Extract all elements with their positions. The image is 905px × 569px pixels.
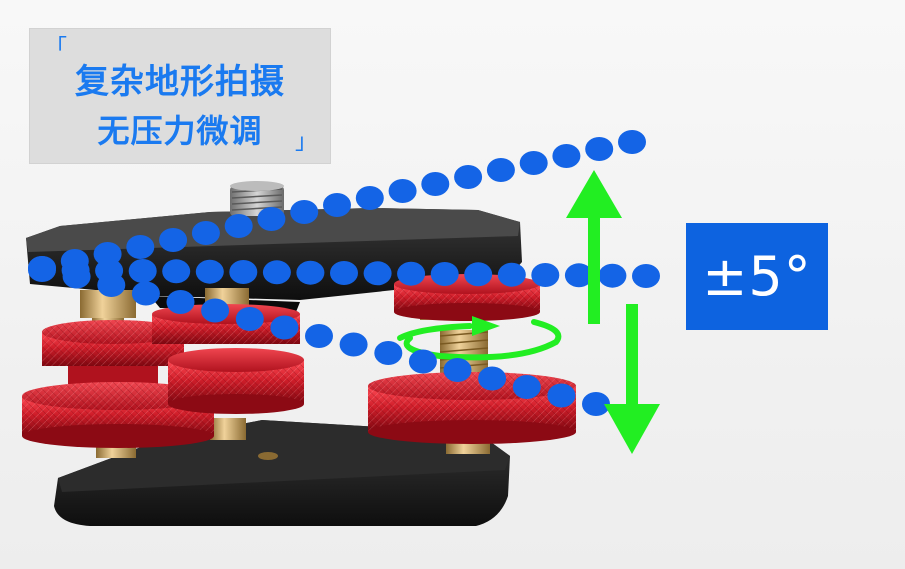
tilt-dot [191,221,220,245]
knob-left-top [42,320,184,366]
tilt-dot [262,260,291,285]
tilt-range-dotted-lines [28,130,660,416]
caption-close-bracket: 」 [294,130,317,155]
tilt-dot [296,260,325,285]
tilt-dot [585,137,614,161]
rotate-arrow-icon [397,316,562,361]
tilt-dot [582,392,610,416]
knob-right-bottom [368,372,576,444]
tilt-dot [486,158,515,182]
tilt-dot [131,281,160,306]
tilt-dot [270,315,299,340]
tilt-dot [512,375,541,399]
tilt-line-down [28,256,610,416]
tilt-dot [443,358,472,382]
tilt-dot [28,256,56,280]
tilt-dot [408,349,437,374]
tilt-dot [464,262,493,287]
tilt-dot [229,260,258,284]
tilt-dot [290,200,319,224]
caption-open-bracket: 「 [45,36,68,61]
down-arrow-icon [604,304,660,454]
tilt-dot [618,130,646,154]
tilt-dot [355,186,384,210]
tilt-dot [305,324,333,348]
tilt-dot [201,298,230,323]
caption-line-2: 无压力微调 [97,112,263,150]
tilt-dot [552,144,581,168]
tilt-dot [126,235,155,259]
up-arrow-icon [566,170,622,324]
red-knobs [22,274,576,448]
caption-line-1: 复杂地形拍摄 [75,62,285,102]
tilt-dot [195,259,224,284]
tilt-dot [97,273,126,297]
tilt-dot [159,228,188,252]
tilt-dot [363,261,392,286]
tilt-line-up [28,130,646,280]
tilt-dot [421,172,450,196]
tilt-dot [128,259,157,283]
tilt-dot [235,307,264,331]
tilt-dot [339,332,368,357]
knob-right-top [394,274,540,321]
tilt-dot [397,261,426,286]
tilt-dot [519,151,548,175]
tilt-dot [166,290,195,314]
tilt-dot [257,207,286,231]
tilt-dot [323,193,351,217]
tilt-dot [388,179,417,203]
caption-box: 「 复杂地形拍摄 无压力微调 」 [29,28,331,164]
knob-left-bottom [22,382,214,448]
tilt-dot [598,263,627,288]
knob-middle-bottom [168,348,304,414]
tilt-dot [531,263,560,287]
tilt-dot [547,383,576,408]
tilt-dot [224,214,253,238]
tilt-dot [632,264,660,288]
tilt-dot [564,263,593,288]
angle-range-text: ±5° [702,245,812,308]
tilt-dot [430,262,459,286]
tilt-dot [478,366,507,391]
tilt-dot [374,341,403,365]
tilt-dot [162,259,191,284]
tilt-dot [62,264,91,289]
tilt-dot [497,262,526,287]
tilt-dot [330,261,358,285]
tilt-dot [454,165,483,189]
angle-range-badge: ±5° [686,223,828,330]
